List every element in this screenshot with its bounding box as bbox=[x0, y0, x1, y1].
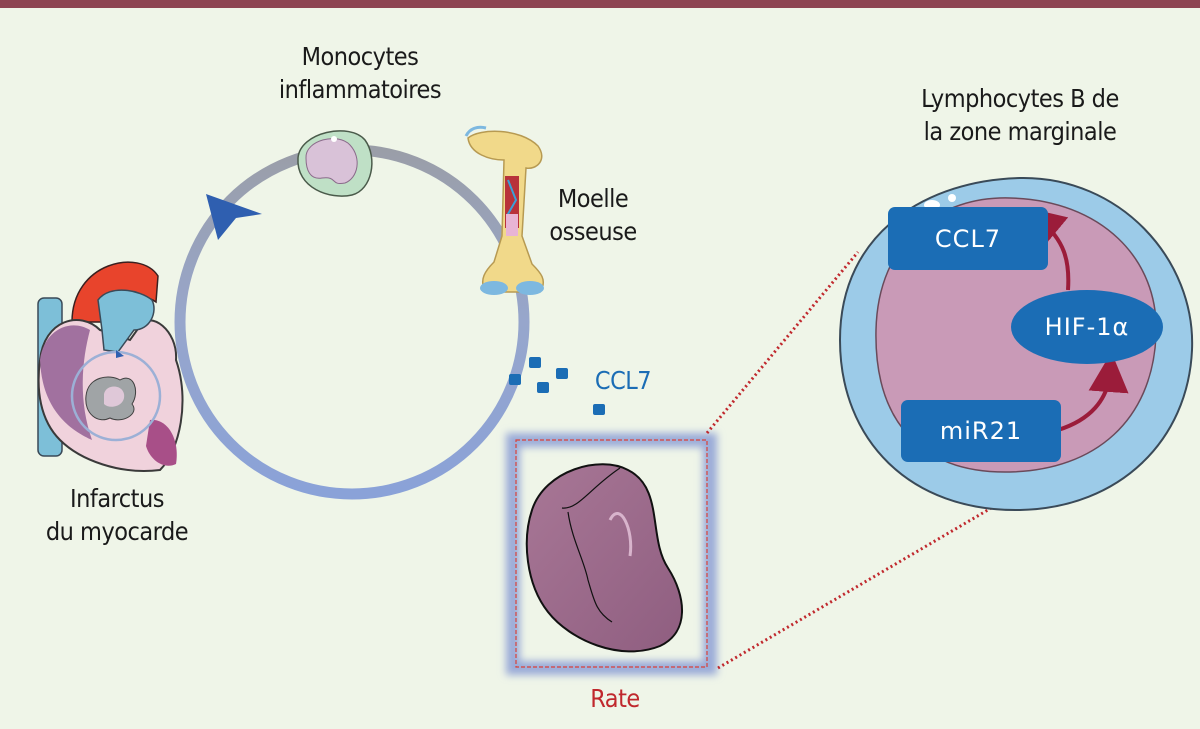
zoom-connector-bottom bbox=[717, 488, 1023, 670]
spleen-label: Rate bbox=[590, 684, 640, 713]
top-bar bbox=[0, 0, 1200, 8]
bone-marrow-icon bbox=[464, 125, 544, 295]
monocytes-label-line2: inflammatoires bbox=[278, 75, 442, 104]
ccl7-particles bbox=[509, 357, 605, 415]
ccl7-particle bbox=[556, 368, 568, 379]
heart-icon bbox=[37, 261, 184, 472]
ccl7-particle bbox=[593, 404, 605, 415]
ccl7-particle bbox=[537, 382, 549, 393]
bone-marrow-label-line2: osseuse bbox=[549, 217, 637, 246]
monocytes-label: Monocytes inflammatoires bbox=[240, 40, 480, 106]
monocytes-label-line1: Monocytes bbox=[301, 42, 419, 71]
b-cells-label-line2: la zone marginale bbox=[923, 117, 1117, 146]
ccl7-secreted-label: CCL7 bbox=[594, 366, 652, 395]
spleen-highlight-frame bbox=[506, 433, 717, 675]
ccl7-particle bbox=[529, 357, 541, 368]
infarction-label: Infarctus du myocarde bbox=[12, 482, 222, 548]
b-cells-label-line1: Lymphocytes B de bbox=[921, 84, 1119, 113]
ccl7-box: CCL7 bbox=[888, 207, 1048, 270]
hif-ellipse: HIF-1α bbox=[1011, 290, 1163, 364]
b-cells-label: Lymphocytes B de la zone marginale bbox=[880, 82, 1160, 148]
direction-chevron-icon bbox=[206, 194, 262, 240]
ccl7-particle bbox=[509, 374, 521, 385]
spleen-icon bbox=[525, 463, 683, 653]
spleen-dashed-frame bbox=[515, 439, 708, 668]
zoom-connector-top bbox=[705, 251, 860, 434]
infarction-label-line2: du myocarde bbox=[45, 517, 189, 546]
monocyte-icon bbox=[297, 130, 373, 197]
circulation-ring bbox=[174, 144, 530, 500]
bone-marrow-label-line1: Moelle bbox=[557, 184, 629, 213]
infarction-label-line1: Infarctus bbox=[70, 484, 164, 513]
bone-marrow-label: Moelle osseuse bbox=[548, 182, 638, 248]
mir21-box: miR21 bbox=[901, 400, 1061, 462]
